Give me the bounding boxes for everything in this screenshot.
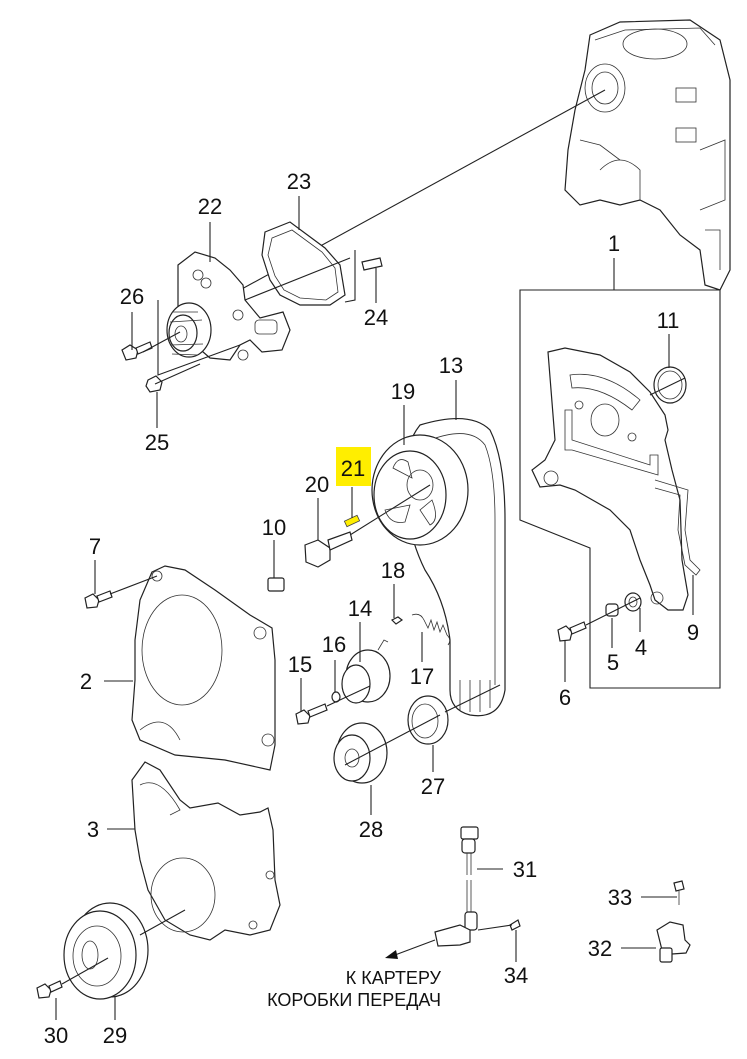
callout-31[interactable]: 31 <box>513 857 537 882</box>
callout-3[interactable]: 3 <box>87 817 99 842</box>
callout-22[interactable]: 22 <box>198 194 222 219</box>
callout-20[interactable]: 20 <box>305 472 329 497</box>
screw-18 <box>390 616 404 625</box>
water-pump-pulley <box>166 302 212 358</box>
bolt-33 <box>673 880 685 905</box>
dowel-pin-21 <box>343 514 361 528</box>
callout-11[interactable]: 11 <box>657 308 680 333</box>
callout-27[interactable]: 27 <box>421 774 445 799</box>
note-line-1: К КАРТЕРУ <box>346 968 442 988</box>
screw-34 <box>509 919 521 931</box>
pump-bolt <box>121 341 153 361</box>
callout-25[interactable]: 25 <box>145 430 169 455</box>
highlight-box-21 <box>336 447 371 486</box>
callout-23[interactable]: 23 <box>287 169 311 194</box>
upper-front-cover <box>131 565 276 771</box>
callout-21[interactable]: 21 <box>341 456 365 481</box>
bolt-15 <box>295 703 328 725</box>
callout-6[interactable]: 6 <box>559 685 571 710</box>
callout-9[interactable]: 9 <box>687 620 699 645</box>
water-pump-gasket <box>261 221 346 306</box>
gasket-9 <box>654 479 701 576</box>
gearbox-note: К КАРТЕРУ КОРОБКИ ПЕРЕДАЧ <box>267 968 441 1010</box>
crankshaft-seal-27 <box>407 695 449 745</box>
crankshaft-pulley-29 <box>63 902 149 1000</box>
callout-28[interactable]: 28 <box>359 817 383 842</box>
leader-lines <box>55 196 694 1020</box>
callout-19[interactable]: 19 <box>391 379 415 404</box>
spring-17 <box>411 613 451 646</box>
camshaft-sprocket <box>371 434 469 546</box>
bolt-30 <box>36 980 63 999</box>
callout-10[interactable]: 10 <box>262 515 286 540</box>
lower-front-cover <box>131 761 281 941</box>
bolt-6 <box>557 621 587 642</box>
callout-18[interactable]: 18 <box>381 558 405 583</box>
crankshaft-sprocket-28 <box>333 722 388 784</box>
pump-stud <box>361 257 383 271</box>
pump-nut <box>145 375 163 393</box>
callout-17[interactable]: 17 <box>410 664 434 689</box>
tensioner-pulley <box>341 639 391 704</box>
clip-10 <box>267 577 285 592</box>
bolt-7 <box>84 590 113 609</box>
callout-26[interactable]: 26 <box>120 284 144 309</box>
group-1-bracket <box>519 289 721 689</box>
callout-15[interactable]: 15 <box>288 652 312 677</box>
arrow-to-gearbox <box>385 939 436 959</box>
callout-13[interactable]: 13 <box>439 353 463 378</box>
callout-7[interactable]: 7 <box>89 534 101 559</box>
cam-bolt-20 <box>304 531 353 568</box>
callout-labels: 1 2 3 4 5 6 7 9 10 11 13 14 15 16 17 18 … <box>44 169 699 1048</box>
callout-33[interactable]: 33 <box>608 885 632 910</box>
callout-24[interactable]: 24 <box>364 305 388 330</box>
crank-position-sensor-31 <box>434 826 479 947</box>
callout-16[interactable]: 16 <box>322 632 346 657</box>
callout-1[interactable]: 1 <box>608 231 620 256</box>
cam-position-sensor-32 <box>656 921 691 963</box>
callout-14[interactable]: 14 <box>348 596 372 621</box>
callout-4[interactable]: 4 <box>635 635 647 660</box>
callout-30[interactable]: 30 <box>44 1023 68 1048</box>
callout-2[interactable]: 2 <box>80 669 92 694</box>
callout-5[interactable]: 5 <box>607 650 619 675</box>
callout-34[interactable]: 34 <box>504 963 528 988</box>
callout-29[interactable]: 29 <box>103 1023 127 1048</box>
note-line-2: КОРОБКИ ПЕРЕДАЧ <box>267 990 441 1010</box>
callout-32[interactable]: 32 <box>588 936 612 961</box>
rear-timing-cover <box>531 347 689 611</box>
engine-block <box>564 19 731 291</box>
